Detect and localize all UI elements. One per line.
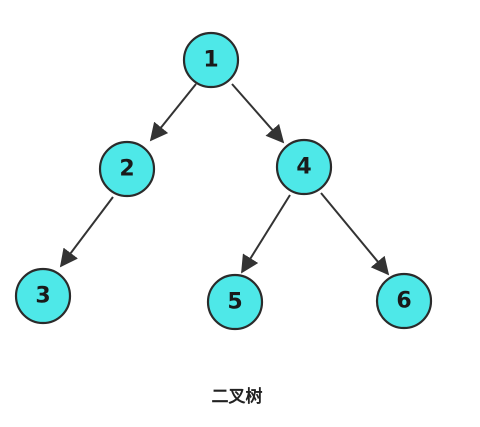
tree-node-2: 2 bbox=[98, 140, 156, 198]
tree-node-5: 5 bbox=[206, 273, 264, 331]
node-circle bbox=[375, 272, 433, 330]
tree-node-3: 3 bbox=[14, 267, 72, 325]
tree-node-4: 4 bbox=[275, 138, 333, 196]
node-circle bbox=[275, 138, 333, 196]
node-label: 1 bbox=[203, 48, 218, 73]
node-label: 6 bbox=[396, 289, 411, 314]
node-circle bbox=[206, 273, 264, 331]
edge-1-2 bbox=[149, 83, 197, 142]
node-label: 5 bbox=[227, 290, 242, 315]
edge-2-3 bbox=[59, 196, 114, 268]
node-circle bbox=[182, 31, 240, 89]
edge-1-4 bbox=[231, 83, 285, 144]
node-label: 4 bbox=[296, 155, 311, 180]
edge-4-5 bbox=[241, 194, 291, 274]
edge-4-6 bbox=[320, 192, 390, 276]
edges bbox=[59, 83, 390, 276]
node-circle bbox=[14, 267, 72, 325]
node-label: 3 bbox=[35, 284, 50, 309]
diagram-caption: 二叉树 bbox=[212, 387, 263, 407]
tree-node-6: 6 bbox=[375, 272, 433, 330]
tree-node-1: 1 bbox=[182, 31, 240, 89]
node-label: 2 bbox=[119, 157, 134, 182]
node-circle bbox=[98, 140, 156, 198]
